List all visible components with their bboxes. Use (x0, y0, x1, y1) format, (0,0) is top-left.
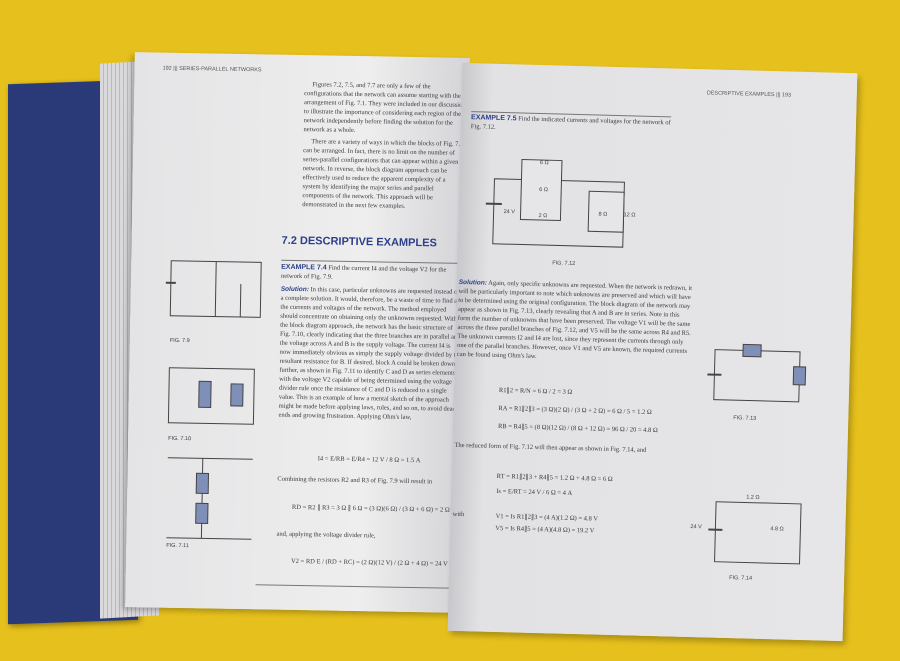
fig-7-12-circuit (485, 159, 625, 248)
solution-7-4: Solution: In this case, particular unkno… (278, 285, 462, 422)
fig-label: 24 V (503, 209, 516, 216)
fig-label: 4.8 Ω (770, 526, 784, 533)
equation: RB = R4∥5 = (8 Ω)(12 Ω) / (8 Ω + 12 Ω) =… (497, 422, 658, 435)
fig-7-11-block-diagram (166, 457, 253, 540)
equation: V1 = Is R1∥2∥3 = (4 A)(1.2 Ω) = 4.8 V (495, 512, 599, 523)
left-page: 192 ||| SERIES-PARALLEL NETWORKS Figures… (125, 52, 473, 613)
fig-7-10-block-diagram (167, 367, 255, 425)
fig-label: 6 Ω (539, 186, 548, 194)
fig-7-9-circuit (165, 260, 262, 318)
equation: RA = R1∥2∥3 = (3 Ω)(2 Ω) / (3 Ω + 2 Ω) =… (498, 404, 652, 416)
fig-label: 2 Ω (538, 212, 548, 220)
figure-caption: FIG. 7.12 (552, 260, 576, 267)
fig-7-13-block-diagram (707, 343, 807, 403)
fig-label: 24 V (690, 524, 702, 531)
fig-7-14-circuit (708, 501, 802, 565)
page-header: 192 ||| SERIES-PARALLEL NETWORKS (162, 65, 262, 74)
section-title: 7.2 DESCRIPTIVE EXAMPLES (281, 234, 437, 250)
page-header: DESCRIPTIVE EXAMPLES ||| 193 (706, 90, 792, 99)
right-page: DESCRIPTIVE EXAMPLES ||| 193 EXAMPLE 7.5… (447, 62, 858, 642)
figure-caption: FIG. 7.10 (168, 435, 192, 443)
figure-caption: FIG. 7.11 (166, 542, 189, 550)
equation: V2 = RD E / (RD + RC) = (2 Ω)(12 V) / (2… (290, 557, 473, 569)
fig-label: 12 Ω (623, 212, 636, 219)
figure-caption: FIG. 7.9 (169, 337, 190, 345)
equation: Is = E/RT = 24 V / 6 Ω = 4 A (496, 487, 573, 497)
text: and, applying the voltage divider rule, (276, 530, 376, 540)
figure-caption: FIG. 7.14 (729, 575, 753, 582)
fig-label: 8 Ω (598, 211, 608, 218)
example-7-4: EXAMPLE 7.4 Find the current I4 and the … (280, 263, 447, 281)
figure-caption: FIG. 7.13 (733, 415, 757, 422)
fig-label: 6 Ω (539, 159, 549, 167)
fig-label: 1.2 Ω (746, 494, 760, 501)
equation: RD = R2 ∥ R3 = 3 Ω ∥ 6 Ω = (3 Ω)(6 Ω) / … (291, 503, 450, 514)
solution-7-5: Solution: Again, only specific unknowns … (456, 278, 693, 360)
intro-paragraph: Figures 7.2, 7.5, and 7.7 are only a few… (303, 81, 466, 134)
equation: RT = R1∥2∥3 + R4∥5 = 1.2 Ω + 4.8 Ω = 6 Ω (496, 472, 613, 483)
equation: R1∥2 = R/N = 6 Ω / 2 = 3 Ω (498, 386, 573, 396)
equation: I4 = E/RB = E/R4 = 12 V / 8 Ω = 1.5 A (317, 455, 421, 465)
text: The reduced form of Fig. 7.12 will then … (454, 441, 647, 454)
intro-paragraph: There are a variety of ways in which the… (302, 138, 464, 210)
text: Combining the resistors R2 and R3 of Fig… (277, 475, 433, 486)
with-label: with (452, 510, 465, 519)
equation: V5 = Is R4∥5 = (4 A)(4.8 Ω) = 19.2 V (495, 524, 595, 535)
